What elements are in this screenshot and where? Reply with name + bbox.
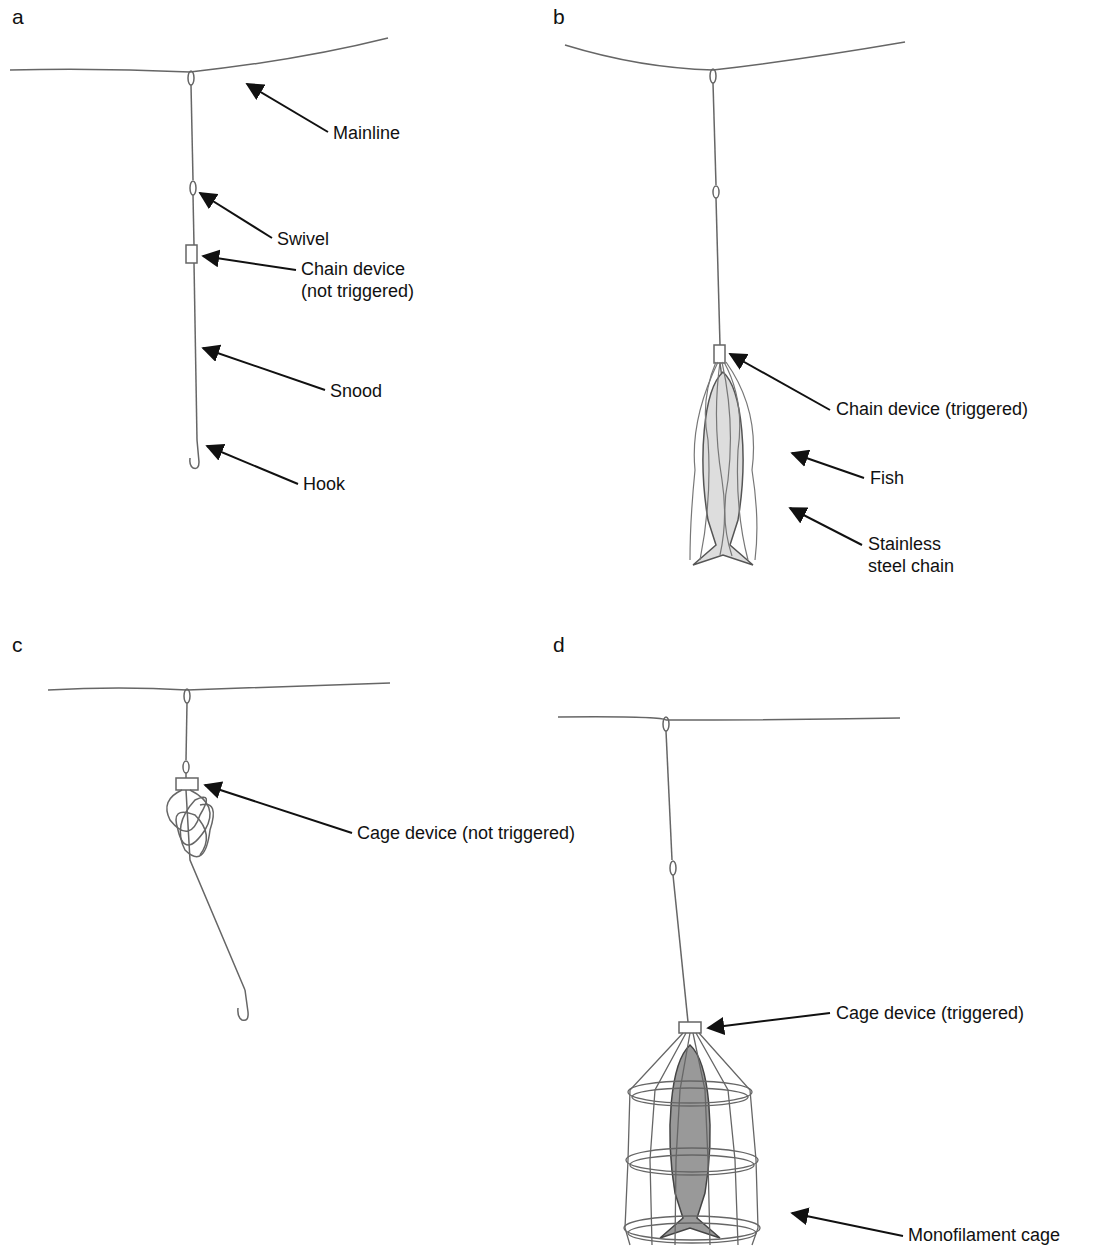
panel-letter: d: [553, 634, 565, 656]
part-label: Stainless steel chain: [868, 533, 973, 577]
part-label: Hook: [303, 473, 345, 495]
part-label: Chain device (not triggered): [301, 258, 441, 302]
panel-letter: b: [553, 6, 565, 28]
panel-letter: a: [12, 6, 24, 28]
part-label: Chain device (triggered): [836, 398, 1028, 420]
panel-letter: c: [12, 634, 23, 656]
part-label: Swivel: [277, 228, 329, 250]
part-label: Cage device (triggered): [836, 1002, 1024, 1024]
part-label: Cage device (not triggered): [357, 822, 575, 844]
part-label: Fish: [870, 467, 904, 489]
part-label: Snood: [330, 380, 382, 402]
part-label: Monofilament cage: [908, 1224, 1060, 1246]
part-label: Mainline: [333, 122, 400, 144]
